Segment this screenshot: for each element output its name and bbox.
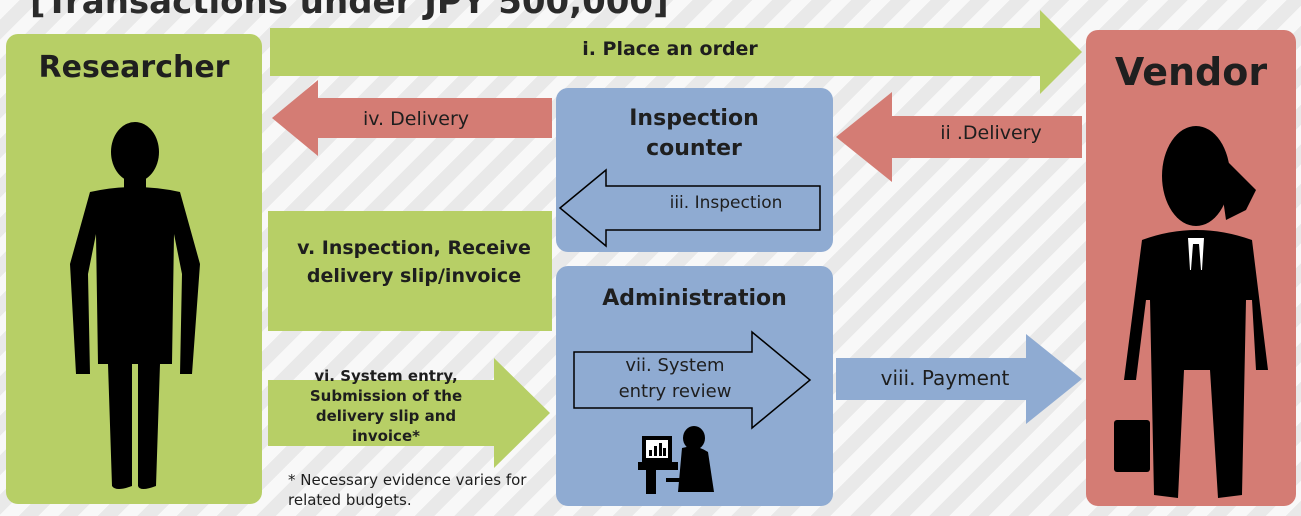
footnote: * Necessary evidence varies for related …	[288, 471, 527, 509]
arrow-payment	[836, 334, 1082, 424]
researcher-label: Researcher	[38, 50, 230, 85]
vendor-label: Vendor	[1114, 50, 1268, 94]
arrow-delivery-to-researcher	[272, 80, 552, 156]
vendor-panel: Vendor	[1086, 30, 1296, 506]
step-ii-label: ii .Delivery	[940, 122, 1042, 144]
arrow-delivery-to-inspection	[836, 92, 1082, 182]
step-i-label: i. Place an order	[582, 38, 758, 60]
step-vii-label: vii. System entry review	[618, 355, 732, 402]
arrow-place-order	[270, 10, 1082, 94]
inspection-counter-panel: Inspection counter	[556, 88, 833, 252]
page-title: [Transactions under JPY 500,000]	[30, 0, 669, 22]
researcher-panel: Researcher	[6, 34, 262, 504]
researcher-silhouette	[70, 122, 200, 489]
arrow-inspection-outline	[558, 168, 821, 248]
arrow-system-entry-review-outline	[573, 330, 812, 430]
arrow-system-entry	[268, 358, 550, 468]
inspection-counter-label: Inspection counter	[629, 106, 759, 161]
step-iv-label: iv. Delivery	[363, 108, 469, 130]
step-v-label: v. Inspection, Receive delivery slip/inv…	[297, 237, 531, 287]
vendor-silhouette	[1114, 126, 1268, 498]
step-viii-label: viii. Payment	[880, 366, 1010, 390]
administration-label: Administration	[602, 286, 787, 311]
step-vi-label: vi. System entry, Submission of the deli…	[309, 367, 463, 445]
step-iii-label: iii. Inspection	[669, 193, 783, 213]
computer-user-icon	[638, 426, 714, 494]
administration-panel: Administration	[556, 266, 833, 506]
step-v-box	[268, 211, 552, 331]
